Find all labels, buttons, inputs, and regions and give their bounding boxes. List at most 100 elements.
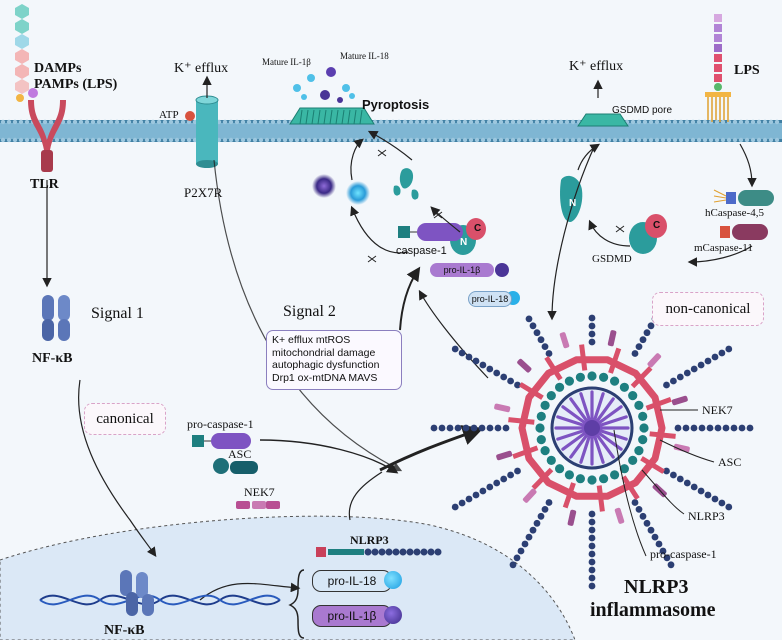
tlr-receptor [28,100,66,172]
gsdmd-c-left-label: C [474,223,482,234]
nlrp3-lrr-bead [500,475,508,483]
pro-il18-pill-upper: pro-IL-18 [468,291,512,307]
asc-bead [628,391,638,401]
nlrp3-lrr-bead [704,357,712,365]
asc-bead [536,411,546,421]
nlrp3-lrr-bead [635,506,643,513]
pro-il1b-pill-upper: pro-IL-1β [430,263,494,277]
nlrp3-lrr-bead [494,424,502,432]
mature-il1b-particle [312,174,336,198]
nlrp3-lrr-bead [533,329,541,337]
tlr-label: TLR [30,177,59,192]
nlrp3-lrr-bead [690,483,698,491]
nlrp3-lrr-bead [655,540,663,548]
k-efflux-right: K⁺ efflux [569,59,624,74]
nek7-marker [647,353,662,368]
mcaspase-label: mCaspase-11 [694,242,753,254]
nek7-marker [614,507,625,524]
nlrp3-lrr-bead [588,582,596,590]
gsdmd-n-fragments [393,168,419,200]
nlrp3-lrr-bead [541,343,549,350]
asc-bead [546,391,556,401]
nlrp3-lrr-bead [635,343,643,350]
asc-bead [535,423,545,433]
damps-label: DAMPs [34,61,82,76]
nlrp3-lrr-bead [683,369,691,377]
nlrp3-lrr-bead [451,345,459,353]
asc-bead [610,376,620,386]
nlrp3-lrr-bead [507,377,514,385]
nfkb-cytoplasm [42,295,70,341]
asc-bead [619,382,630,392]
asc-bead [638,435,648,445]
damps-pamps-chain [15,4,38,102]
nlrp3-lrr-bead [588,566,596,574]
nfkb-top-label: NF-κB [32,351,73,366]
asc-bead [587,475,597,485]
nek7-marker [522,488,537,503]
callout-nek7: NEK7 [702,403,733,417]
nlrp3-lrr-bead [588,542,596,550]
nlrp3-lrr-bead [465,353,473,361]
asc-bead [540,400,550,410]
mature-il1b-label: Mature IL-1β [262,57,311,67]
nlrp3-lrr-bead [711,495,719,503]
nlrp3-lrr-bead [446,424,454,432]
nek7-marker [671,395,688,406]
asc-bead [540,446,550,456]
asc-bead [587,371,597,381]
nlrp3-lrr-bead [486,424,494,432]
nek7-marker [496,450,513,461]
asc-bead [639,423,649,433]
nlrp3-lrr-bead [670,377,677,385]
gsdmd-n-right-label: N [569,198,577,209]
nlrp3-spoke [579,344,588,371]
nlrp3-spoke [519,382,544,400]
hcaspase-label: hCaspase-4,5 [705,207,764,219]
nlrp3-spoke [649,431,676,439]
callout-nlrp3: NLRP3 [688,509,725,523]
nlrp3-lrr-bead [643,519,651,527]
nek7-marker [559,332,570,349]
asc-bead [638,411,648,421]
inflammasome-core [584,420,600,436]
il18-sphere [384,571,402,589]
nlrp3-lrr-bead [722,424,730,432]
k-efflux-left: K⁺ efflux [174,61,229,76]
caspase1-label: caspase-1 [396,245,447,257]
trigger-item: mitochondrial damage [272,346,376,359]
nek7-marker [567,509,577,526]
nlrp3-spoke [512,445,539,460]
atp-label: ATP [159,109,179,121]
nlrp3-lrr-bead [659,547,667,555]
pro-caspase1-molecule [192,433,251,449]
nlrp3-spoke [608,347,622,374]
pyroptosis-pore [289,107,375,125]
nlrp3-lrr-bead [588,526,596,534]
inflammasome-callouts [613,409,715,557]
trigger-item: K+ efflux mtROS [272,334,351,346]
nek7-marker [607,330,617,347]
callout-asc: ASC [718,455,742,469]
asc-bead [599,474,609,484]
nlrp3-lrr-bead [472,357,480,365]
cell-membrane [0,119,782,143]
nucleus-nlrp3-label: NLRP3 [350,533,389,547]
nlrp3-lrr-bead [514,381,521,389]
nlrp3-lrr-bead [676,373,684,381]
nek7-molecule [236,501,280,509]
nlrp3-lrr-bead [486,365,494,373]
asc-bead [564,376,575,386]
nlrp3-lrr-bead [588,550,596,558]
nlrp3-lrr-bead [537,336,545,344]
dna-helix [39,594,281,606]
nlrp3-lrr-bead [479,361,487,369]
nlrp3-lrr-bead [500,373,508,381]
nlrp3-lrr-bead [718,499,726,507]
nlrp3-lrr-bead [730,424,738,432]
nlrp3-lrr-bead [493,369,501,377]
asc-bead [610,470,620,480]
nlrp3-lrr-bead [647,526,655,534]
